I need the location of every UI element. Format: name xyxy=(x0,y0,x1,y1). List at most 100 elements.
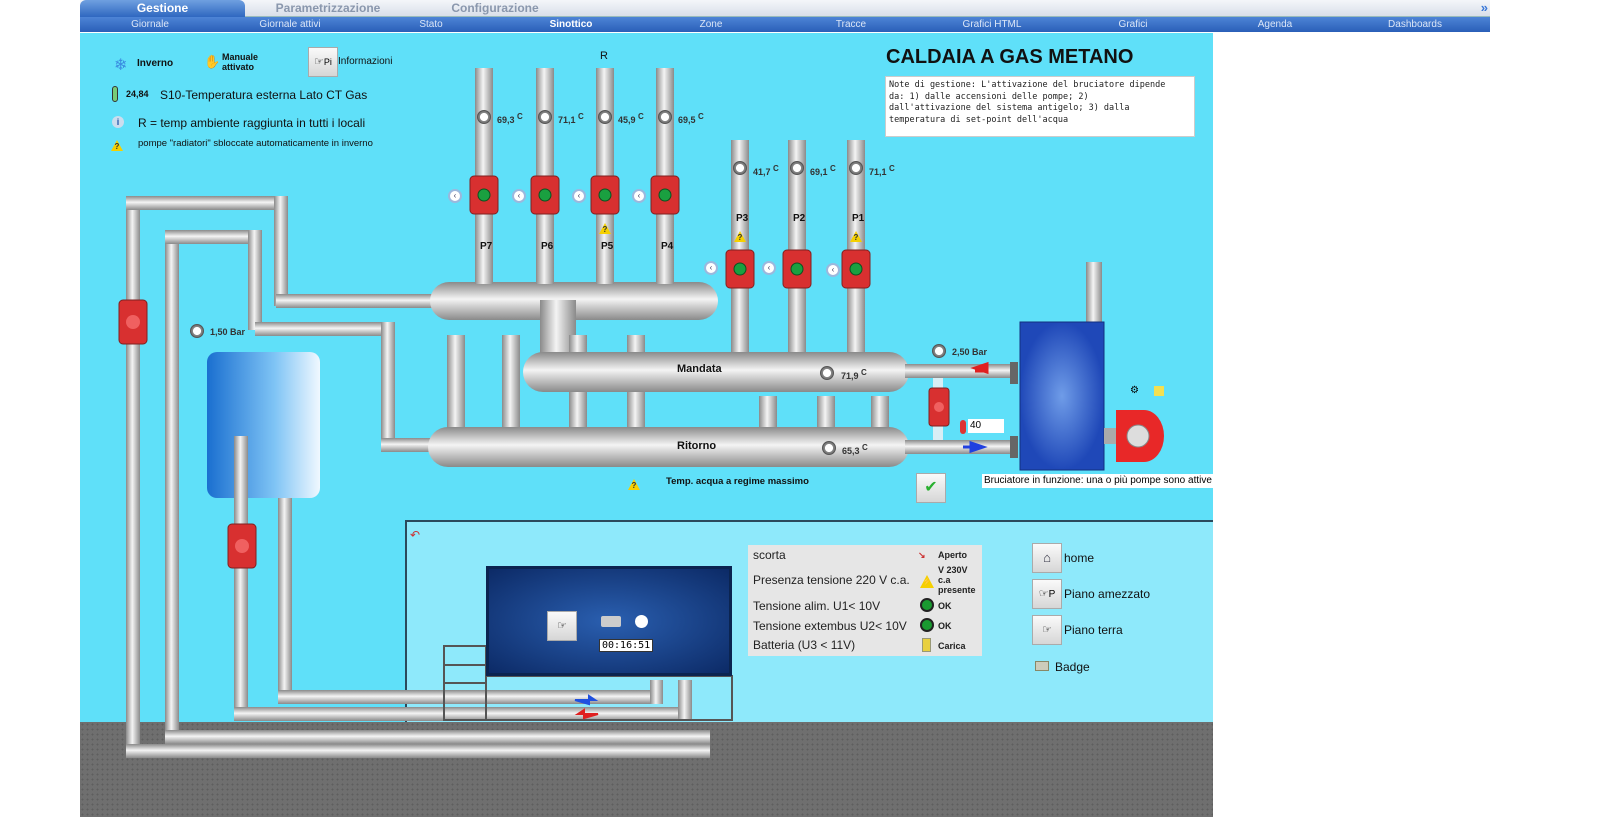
gauge-icon xyxy=(820,366,834,380)
piano-terra-button[interactable]: ☞ xyxy=(1032,615,1062,645)
valve-open-icon: ↘ xyxy=(918,550,926,560)
status-label: Tensione alim. U1< 10V xyxy=(753,599,881,613)
info-button[interactable]: ☞Pi xyxy=(308,47,338,77)
sub-navigation: Giornale Giornale attivi Stato Sinottico… xyxy=(80,17,1490,32)
expansion-tank xyxy=(207,352,320,506)
ritorno-temp: 65,3 C xyxy=(842,443,868,456)
gauge-icon xyxy=(733,161,747,175)
pump-label-p6[interactable]: P6 xyxy=(541,241,554,252)
note-icon[interactable] xyxy=(1154,386,1164,396)
subtab-zone[interactable]: Zone xyxy=(699,19,723,30)
timer-icon[interactable]: ‹ xyxy=(762,261,776,275)
badge-icon xyxy=(1035,661,1049,671)
back-icon[interactable]: ↶ xyxy=(410,528,421,542)
mandata-temp: 71,9 C xyxy=(841,368,867,381)
ok-led-icon xyxy=(920,618,934,632)
setpoint-field[interactable]: 40 xyxy=(968,419,1004,433)
warning-icon: ? xyxy=(628,479,640,490)
checkmark-button[interactable]: ✔ xyxy=(916,473,946,503)
info-label[interactable]: Informazioni xyxy=(338,56,393,67)
status-value: Carica xyxy=(938,641,966,651)
timer-icon[interactable]: ‹ xyxy=(632,189,646,203)
status-value: V 230V c.a presente xyxy=(938,565,976,595)
tab-configurazione[interactable]: Configurazione xyxy=(451,1,539,15)
pump-label-p2[interactable]: P2 xyxy=(793,213,806,224)
management-notes: Note di gestione: L'attivazione del bruc… xyxy=(885,76,1195,137)
tank-pressure: 1,50 Bar xyxy=(210,327,246,337)
battery-icon xyxy=(922,638,931,652)
voltage-warning-icon: ⚡ xyxy=(920,575,934,588)
button-prefix: P xyxy=(1048,589,1056,600)
gauge-icon xyxy=(477,110,491,124)
home-link[interactable]: home xyxy=(1064,551,1095,565)
mini-boiler-stand xyxy=(443,645,733,721)
subtab-grafici[interactable]: Grafici xyxy=(1118,19,1148,30)
regime-label: Temp. acqua a regime massimo xyxy=(666,476,809,487)
temp-p4: 69,5 C xyxy=(678,112,704,125)
warning-icon: ? xyxy=(734,231,746,242)
pump-label-p5[interactable]: P5 xyxy=(601,241,614,252)
mandata-ritorno-collectors xyxy=(428,352,1015,467)
warning-icon: ? xyxy=(599,223,611,234)
subtab-agenda[interactable]: Agenda xyxy=(1257,19,1293,30)
temp-p7: 69,3 C xyxy=(497,112,523,125)
burner xyxy=(1104,410,1164,462)
pump-label-p1[interactable]: P1 xyxy=(852,213,865,224)
ritorno-label: Ritorno xyxy=(677,440,717,452)
device-icon xyxy=(601,616,621,627)
piano-terra-link[interactable]: Piano terra xyxy=(1064,623,1123,637)
r-note: R = temp ambiente raggiunta in tutti i l… xyxy=(138,116,366,130)
temp-p6: 71,1 C xyxy=(558,112,584,125)
badge-link[interactable]: Badge xyxy=(1055,660,1090,674)
status-label: Tensione extembus U2< 10V xyxy=(753,619,907,633)
thermostat-icon xyxy=(960,420,966,434)
warning-icon: ? xyxy=(850,231,862,242)
gauge-icon xyxy=(790,161,804,175)
sensor-label: S10-Temperatura esterna Lato CT Gas xyxy=(160,88,368,102)
tab-gestione[interactable]: Gestione xyxy=(80,0,245,17)
pump-label-p3[interactable]: P3 xyxy=(736,213,749,224)
mode-label: Inverno xyxy=(137,58,174,69)
outer-loop-pipes xyxy=(126,196,710,758)
timer-icon[interactable]: ‹ xyxy=(512,189,526,203)
subtab-giornale-attivi[interactable]: Giornale attivi xyxy=(259,19,321,30)
warn-note: pompe "radiatori" sbloccate automaticame… xyxy=(138,138,373,149)
subtab-dashboards[interactable]: Dashboards xyxy=(1388,19,1442,30)
status-table: scorta ↘ Aperto Presenza tensione 220 V … xyxy=(748,545,982,656)
subtab-stato[interactable]: Stato xyxy=(419,19,443,30)
timer-icon[interactable]: ‹ xyxy=(826,263,840,277)
flow-left-arrow xyxy=(970,361,989,375)
timer-icon[interactable]: ‹ xyxy=(448,189,462,203)
piano-amezzato-button[interactable]: ☞P xyxy=(1032,579,1062,609)
pump-label-p4[interactable]: P4 xyxy=(661,241,674,252)
pressure-gauge-icon xyxy=(932,344,946,358)
subtab-tracce[interactable]: Tracce xyxy=(835,19,867,30)
boiler-pressure: 2,50 Bar xyxy=(952,347,988,357)
home-button[interactable]: ⌂ xyxy=(1032,543,1062,573)
temp-p1: 71,1 C xyxy=(869,164,895,177)
info-button-label: Pi xyxy=(323,57,332,67)
mandata-label: Mandata xyxy=(677,363,722,375)
settings-icon[interactable]: ⚙ xyxy=(1130,385,1139,396)
piano-amezzato-link[interactable]: Piano amezzato xyxy=(1064,587,1151,601)
screen-clock: 00:16:51 xyxy=(599,639,654,652)
tab-parametrizzazione[interactable]: Parametrizzazione xyxy=(275,1,381,15)
sensor-value: 24,84 xyxy=(126,89,149,99)
subtab-giornale[interactable]: Giornale xyxy=(131,19,169,30)
subtab-grafici-html[interactable]: Grafici HTML xyxy=(962,19,1022,30)
temp-p3: 41,7 C xyxy=(753,164,779,177)
timer-icon[interactable]: ‹ xyxy=(572,189,586,203)
hand-pointer-button[interactable]: ☞ xyxy=(547,611,577,641)
clock-icon xyxy=(635,615,648,628)
timer-icon[interactable]: ‹ xyxy=(704,261,718,275)
pump-label-p7[interactable]: P7 xyxy=(480,241,493,252)
burner-status: Bruciatore in funzione: una o più pompe … xyxy=(982,474,1213,488)
top-navigation: Gestione Parametrizzazione Configurazion… xyxy=(80,0,1490,17)
status-value: Aperto xyxy=(938,550,967,560)
r-marker: R xyxy=(600,50,608,62)
hand-icon: ✋ xyxy=(204,54,221,69)
double-chevron-right-icon[interactable]: » xyxy=(1480,0,1488,15)
status-value: OK xyxy=(938,601,952,611)
subtab-sinottico[interactable]: Sinottico xyxy=(549,19,593,30)
